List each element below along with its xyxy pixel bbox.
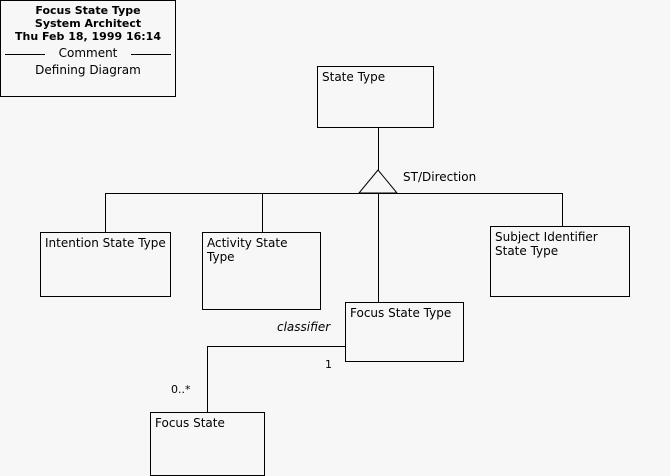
association-role-label: classifier <box>277 320 331 334</box>
class-box-intention-state-type[interactable]: Intention State Type <box>40 232 171 297</box>
association-segment-vertical <box>207 346 208 412</box>
comment-divider-left-rule <box>5 54 45 55</box>
comment-divider: Comment <box>1 46 175 61</box>
comment-text: Defining Diagram <box>35 63 141 77</box>
generalization-bus <box>105 193 562 194</box>
class-name-focus-state-type: Focus State Type <box>350 306 452 320</box>
multiplicity-one-label: 1 <box>325 358 332 371</box>
comment-heading: Comment <box>58 46 118 60</box>
class-box-subject-identifier-state-type[interactable]: Subject Identifier State Type <box>490 226 630 297</box>
multiplicity-many-label: 0..* <box>171 383 191 396</box>
diagram-title: Focus State Type <box>35 4 141 17</box>
class-name-activity-state-type: Activity State Type <box>207 236 288 264</box>
class-box-focus-state-type[interactable]: Focus State Type <box>345 302 464 362</box>
generalization-label: ST/Direction <box>403 170 477 184</box>
class-name-focus-state: Focus State <box>155 416 225 430</box>
class-box-activity-state-type[interactable]: Activity State Type <box>202 232 321 310</box>
comment-divider-right-rule <box>131 54 171 55</box>
generalization-branch-subject <box>562 193 563 226</box>
generalization-triangle-icon <box>357 169 399 194</box>
class-box-state-type[interactable]: State Type <box>317 66 434 128</box>
class-name-state-type: State Type <box>322 70 386 84</box>
class-name-intention-state-type: Intention State Type <box>45 236 166 250</box>
association-segment-horizontal <box>207 346 345 347</box>
generalization-branch-activity <box>262 193 263 232</box>
class-box-focus-state[interactable]: Focus State <box>150 412 265 476</box>
generalization-stem-upper <box>378 128 379 170</box>
diagram-tool-name: System Architect <box>34 17 142 30</box>
diagram-title-block: Focus State Type System Architect Thu Fe… <box>0 0 176 97</box>
diagram-timestamp: Thu Feb 18, 1999 16:14 <box>14 30 161 43</box>
class-name-subject-identifier-state-type: Subject Identifier State Type <box>495 230 598 258</box>
generalization-branch-focus <box>378 193 379 302</box>
generalization-branch-intention <box>105 193 106 232</box>
